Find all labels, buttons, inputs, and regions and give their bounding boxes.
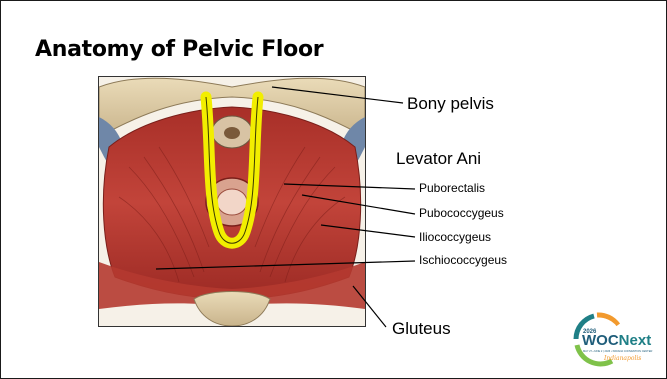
bony-pelvis-label: Bony pelvis: [407, 94, 494, 114]
levator-ani-label: Levator Ani: [396, 149, 481, 169]
wocnext-logo: 2026 WOCNext MAY 27–JUNE 2 | 2026 • INDI…: [552, 303, 662, 375]
ischiococcygeus-label: Ischiococcygeus: [419, 253, 507, 267]
leader-line-gluteus: [353, 286, 386, 327]
leader-line-puborectalis: [284, 184, 415, 189]
leader-line-iliococcygeus: [321, 225, 415, 237]
logo-city: Indianapolis: [603, 355, 641, 362]
leader-line-pubococcygeus: [302, 195, 415, 214]
logo-wordmark: WOCNext: [582, 332, 651, 349]
iliococcygeus-label: Iliococcygeus: [419, 230, 491, 244]
pubococcygeus-label: Pubococcygeus: [419, 206, 504, 220]
leader-line-bony-pelvis: [272, 87, 403, 103]
gluteus-label: Gluteus: [392, 319, 451, 339]
logo-tagline: MAY 27–JUNE 2 | 2026 • INDIANA CONVENTIO…: [583, 349, 653, 353]
leader-line-ischiococcygeus: [156, 261, 415, 269]
puborectalis-label: Puborectalis: [419, 181, 485, 195]
